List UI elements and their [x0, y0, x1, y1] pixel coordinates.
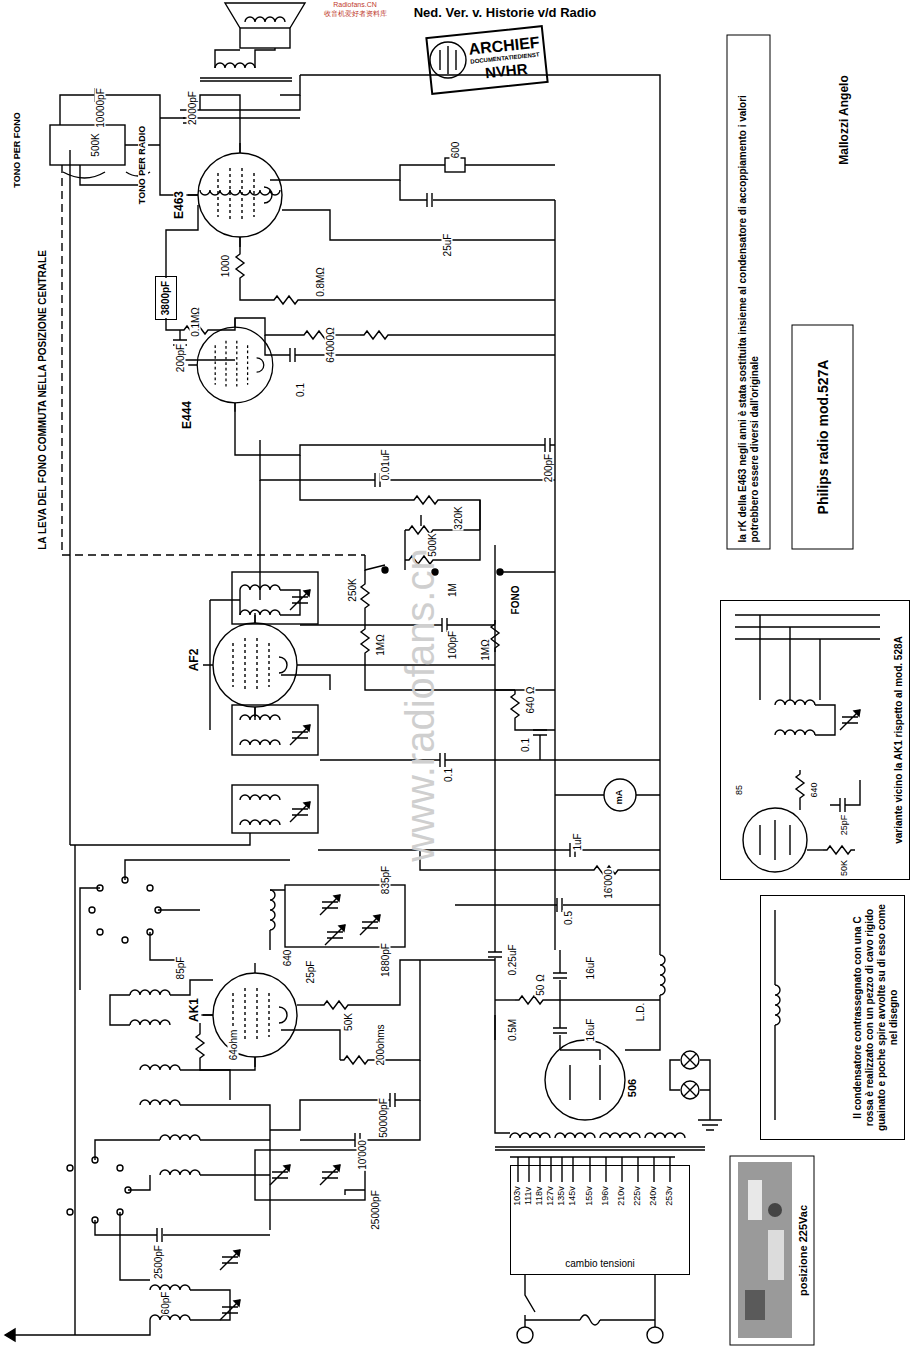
author-name: Mallozzi Angelo	[838, 74, 851, 166]
component-value: 0.1	[443, 767, 454, 783]
component-value: 16uF	[585, 1018, 596, 1043]
voltage-tap: 145v	[568, 1185, 578, 1207]
component-value: 600	[450, 141, 461, 160]
component-value: 25uF	[442, 233, 453, 258]
tube-name: E444	[181, 400, 194, 430]
component-value: 2000pF	[187, 90, 198, 126]
component-value: 320K	[453, 505, 464, 530]
watermark: www.radiofans.cn	[398, 547, 442, 862]
voltage-tap: 135v	[557, 1185, 567, 1207]
component-value: 0.01uF	[380, 448, 391, 481]
header-text: Ned. Ver. v. Historie v/d Radio	[413, 6, 598, 20]
box-text: la rK della E463 negli anni è stata sost…	[736, 42, 760, 543]
component-value: 85pF	[175, 956, 186, 981]
component-value: 16'000	[603, 868, 614, 900]
voltage-tap: 127v	[546, 1185, 556, 1207]
restoration-note: la rK della E463 negli anni è stata sost…	[726, 35, 770, 550]
box-text: Philips radio mod.527A	[814, 330, 831, 545]
component-value: 1M	[447, 582, 458, 598]
component-value: 835pF	[380, 865, 391, 895]
component-value: 60pF	[160, 1291, 171, 1316]
box-text: 3800pF	[160, 279, 172, 317]
component-value: 64ohm	[228, 1029, 239, 1062]
component-value: 16uF	[585, 956, 596, 981]
component-value: 500K	[90, 132, 101, 157]
component-value: 500K	[427, 532, 438, 557]
component-value: 25pF	[840, 814, 850, 837]
component-value: 0.25uF	[507, 943, 518, 976]
component-value: 100pF	[447, 630, 458, 660]
component-value: 250K	[347, 577, 358, 602]
component-value: 0.1	[520, 737, 531, 753]
box-text: cambio tensioni	[515, 1258, 685, 1270]
tube-name: 506	[626, 1078, 638, 1098]
tube-name: AK1	[188, 997, 201, 1023]
component-value: 1MΩ	[375, 633, 386, 656]
component-value: 1000	[220, 254, 231, 278]
component-value: 50 Ω	[535, 973, 546, 996]
archive-stamp: ARCHIEFDOCUMENTATIEDIENSTNVHR	[425, 25, 548, 95]
voltage-tap: 103v	[513, 1185, 523, 1207]
component-value: 2500pF	[153, 1244, 164, 1280]
component-value: 640	[810, 781, 820, 798]
component-value: 50000pF	[378, 1097, 389, 1138]
component-value: 64000Ω	[325, 326, 336, 363]
voltage-selector: cambio tensioni	[510, 1165, 690, 1275]
control-label: TONO PER RADIO	[138, 125, 148, 205]
component-value: 0.5	[563, 910, 574, 926]
component-value: 200pF	[543, 453, 554, 483]
capacitor-note: Il condensatore contrassegnato con una C…	[760, 895, 905, 1140]
voltage-tap: 196v	[601, 1185, 611, 1207]
component-value: 1uF	[572, 832, 583, 851]
voltage-tap: 210v	[617, 1185, 627, 1207]
switch-label: FONO	[510, 585, 521, 616]
voltage-tap: 118v	[535, 1186, 545, 1207]
component-value: 0.1MΩ	[190, 306, 201, 338]
box-text: posizione 225Vac	[796, 1160, 809, 1340]
tube-name: E463	[173, 190, 186, 220]
component-value: 10'000	[357, 1139, 368, 1171]
component-value: 1MΩ	[480, 638, 491, 661]
tube-name: AF2	[188, 648, 201, 673]
component-value: 0.1	[295, 382, 306, 398]
meter-label: mA	[615, 789, 625, 806]
model-title-box: Philips radio mod.527A	[791, 325, 853, 550]
component-value: 85	[735, 784, 745, 796]
voltage-tap: 240v	[649, 1185, 659, 1207]
watermark: Radiofans.CN	[332, 1, 378, 9]
component-value: 50K	[343, 1012, 354, 1032]
component-value: 25000pF	[370, 1189, 381, 1230]
component-value: 0.8MΩ	[315, 266, 326, 298]
component-value: 640 Ω	[525, 686, 536, 715]
voltage-tap: 225v	[633, 1185, 643, 1207]
capacitor-value-box: 3800pF	[155, 276, 177, 320]
component-value: 1880pF	[380, 942, 391, 978]
component-value: 200pF	[175, 343, 186, 373]
lever-note: LA LEVA DEL FONO COMMUTA NELLA POSIZIONE…	[37, 249, 48, 551]
voltage-tap: 253v	[665, 1185, 675, 1207]
voltage-tap: 111v	[524, 1186, 534, 1206]
voltage-tap: 155v	[585, 1185, 595, 1207]
component-value: L.D.	[635, 1002, 646, 1022]
variant-inset: variante vicino la AK1 rispetto al mod. …	[720, 600, 910, 880]
photo-panel: posizione 225Vac	[730, 1155, 815, 1345]
component-value: 200ohms	[375, 1023, 386, 1066]
component-value: 50K	[840, 859, 850, 877]
watermark: 收音机爱好者资料库	[323, 10, 388, 18]
control-label: TONO PER FONO	[13, 111, 23, 188]
box-text: variante vicino la AK1 rispetto al mod. …	[893, 605, 905, 875]
component-value: 25pF	[305, 960, 316, 985]
component-value: 640	[282, 949, 293, 968]
component-value: 10000pF	[95, 87, 106, 128]
component-value: 0.5M	[507, 1018, 518, 1042]
box-text: Il condensatore contrassegnato con una C…	[852, 902, 900, 1133]
